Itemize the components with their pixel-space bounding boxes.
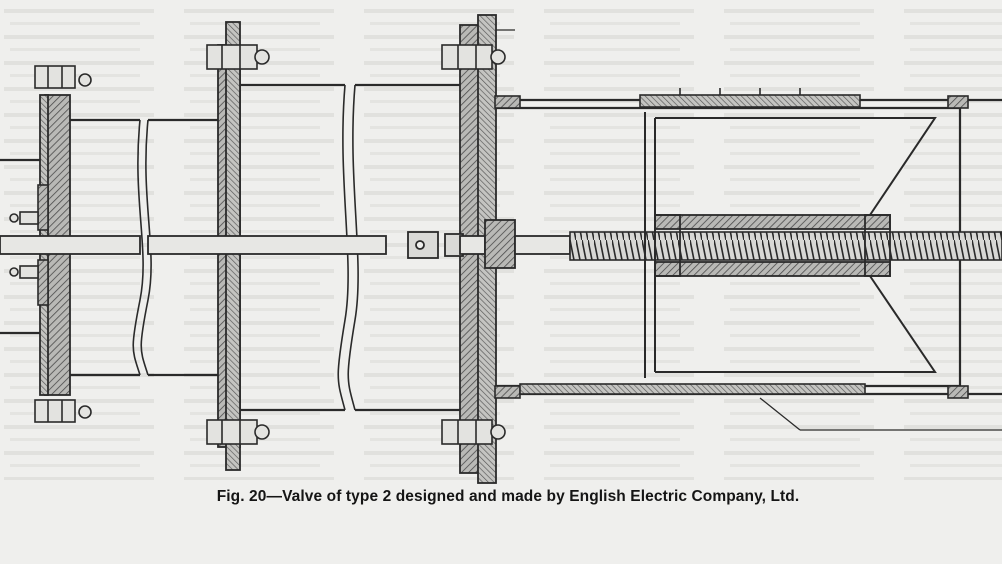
figure-caption: Fig. 20—Valve of type 2 designed and mad… [216,488,800,505]
spindle [0,219,571,269]
guide-rail [494,88,969,399]
flange-bolts [34,44,506,445]
leader-lines [496,29,1002,431]
valve-cone [644,112,937,378]
gland-assembly [9,184,49,306]
break-lines [132,84,359,411]
sliding-nut [654,214,891,277]
threaded-screw [569,231,1002,261]
